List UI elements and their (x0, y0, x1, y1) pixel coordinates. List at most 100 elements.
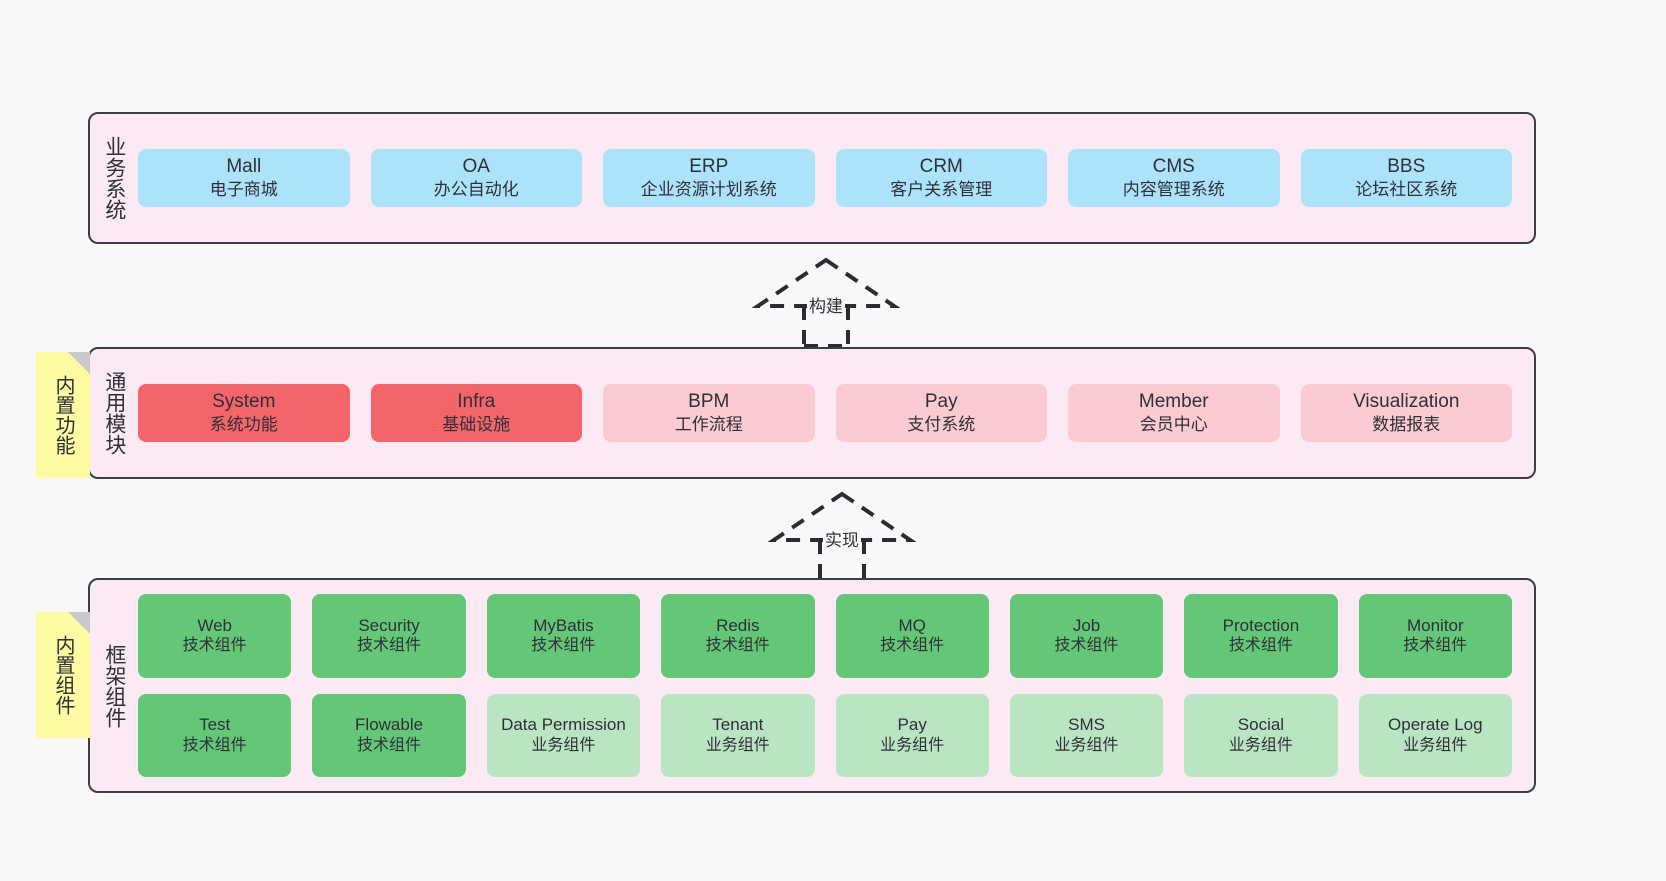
card-grid-common-modules: System 系统功能 Infra 基础设施 BPM 工作流程 Pay 支付系统… (138, 349, 1534, 477)
card-flowable[interactable]: Flowable 技术组件 (312, 693, 466, 777)
card-title: Pay (897, 715, 927, 735)
card-title: CRM (919, 156, 963, 178)
card-security[interactable]: Security 技术组件 (312, 594, 466, 678)
card-subtitle: 支付系统 (907, 415, 976, 435)
card-title: Job (1072, 615, 1101, 635)
layer-label-framework-components: 框架组件 (102, 643, 126, 728)
card-title: MyBatis (533, 615, 594, 635)
card-title: Member (1138, 391, 1209, 413)
card-subtitle: 办公自动化 (433, 180, 519, 200)
card-subtitle: 业务组件 (880, 736, 945, 754)
sticky-note-label: 内置组件 (52, 635, 74, 715)
connector-implement: 实现 (762, 484, 922, 582)
card-mall[interactable]: Mall 电子商城 (138, 149, 350, 207)
card-title: System (212, 391, 276, 413)
card-erp[interactable]: ERP 企业资源计划系统 (603, 149, 815, 207)
card-subtitle: 基础设施 (442, 415, 511, 435)
card-subtitle: 技术组件 (880, 637, 945, 655)
card-subtitle: 技术组件 (1403, 637, 1468, 655)
card-oa[interactable]: OA 办公自动化 (370, 149, 582, 207)
card-title: BBS (1387, 156, 1426, 178)
card-subtitle: 企业资源计划系统 (640, 180, 777, 200)
card-subtitle: 数据报表 (1372, 415, 1441, 435)
card-subtitle: 业务组件 (1403, 736, 1468, 754)
card-title: OA (462, 156, 490, 178)
card-subtitle: 技术组件 (531, 637, 596, 655)
card-title: Security (358, 615, 420, 635)
card-title: Mall (226, 156, 262, 178)
connector-implement-label: 实现 (823, 526, 861, 551)
card-member[interactable]: Member 会员中心 (1068, 384, 1280, 442)
card-grid-framework-components: Web 技术组件 Security 技术组件 MyBatis 技术组件 Redi… (138, 580, 1534, 791)
card-title: Visualization (1353, 391, 1460, 413)
sticky-note-label: 内置功能 (52, 375, 74, 455)
card-tenant[interactable]: Tenant 业务组件 (661, 693, 815, 777)
layer-business-systems: 业务系统 Mall 电子商城 OA 办公自动化 ERP 企业资源计划系统 CRM… (88, 112, 1536, 244)
layer-label-business-systems: 业务系统 (102, 136, 126, 220)
card-bpm[interactable]: BPM 工作流程 (603, 384, 815, 442)
card-title: ERP (689, 156, 729, 178)
card-subtitle: 论坛社区系统 (1355, 180, 1458, 200)
card-subtitle: 客户关系管理 (890, 180, 993, 200)
card-cms[interactable]: CMS 内容管理系统 (1068, 149, 1280, 207)
card-subtitle: 业务组件 (531, 736, 596, 754)
card-title: Test (199, 715, 231, 735)
card-sms[interactable]: SMS 业务组件 (1009, 693, 1164, 777)
card-subtitle: 电子商城 (209, 180, 278, 200)
sticky-note-builtin-features: 内置功能 (36, 352, 90, 478)
card-subtitle: 业务组件 (1228, 736, 1293, 754)
card-subtitle: 业务组件 (1054, 736, 1119, 754)
card-monitor[interactable]: Monitor 技术组件 (1358, 594, 1512, 678)
card-mybatis[interactable]: MyBatis 技术组件 (486, 594, 641, 678)
card-subtitle: 业务组件 (705, 736, 770, 754)
card-pay-component[interactable]: Pay 业务组件 (835, 693, 989, 777)
card-protection[interactable]: Protection 技术组件 (1184, 594, 1338, 678)
card-mq[interactable]: MQ 技术组件 (835, 594, 989, 678)
card-data-permission[interactable]: Data Permission 业务组件 (486, 693, 641, 777)
card-infra[interactable]: Infra 基础设施 (370, 384, 582, 442)
card-title: Social (1237, 715, 1285, 735)
card-system[interactable]: System 系统功能 (138, 384, 350, 442)
card-subtitle: 会员中心 (1139, 415, 1208, 435)
card-title: Pay (924, 391, 958, 413)
card-title: Flowable (355, 715, 424, 735)
card-subtitle: 技术组件 (357, 637, 422, 655)
card-title: Protection (1222, 615, 1300, 635)
card-title: Infra (457, 391, 496, 413)
card-subtitle: 技术组件 (1228, 637, 1293, 655)
card-title: Tenant (712, 715, 764, 735)
card-title: Web (197, 615, 233, 635)
layer-label-common-modules: 通用模块 (102, 371, 126, 455)
card-operate-log[interactable]: Operate Log 业务组件 (1358, 693, 1512, 777)
card-social[interactable]: Social 业务组件 (1184, 693, 1338, 777)
card-redis[interactable]: Redis 技术组件 (661, 594, 815, 678)
card-subtitle: 技术组件 (1054, 637, 1119, 655)
card-test[interactable]: Test 技术组件 (138, 693, 292, 777)
card-title: MQ (898, 615, 926, 635)
layer-framework-components: 框架组件 Web 技术组件 Security 技术组件 MyBatis 技术组件… (88, 578, 1536, 793)
card-title: Redis (716, 615, 760, 635)
card-title: Data Permission (501, 715, 626, 735)
card-title: SMS (1068, 715, 1105, 735)
card-title: Monitor (1406, 615, 1464, 635)
card-subtitle: 技术组件 (705, 637, 770, 655)
card-web[interactable]: Web 技术组件 (138, 594, 292, 678)
card-subtitle: 内容管理系统 (1122, 180, 1225, 200)
card-title: BPM (688, 391, 730, 413)
card-pay-module[interactable]: Pay 支付系统 (835, 384, 1047, 442)
card-subtitle: 工作流程 (674, 415, 743, 435)
card-subtitle: 系统功能 (209, 415, 278, 435)
card-title: CMS (1152, 156, 1195, 178)
sticky-note-builtin-components: 内置组件 (36, 612, 90, 738)
card-subtitle: 技术组件 (182, 637, 247, 655)
connector-build-label: 构建 (807, 292, 845, 317)
card-subtitle: 技术组件 (357, 736, 422, 754)
layer-common-modules: 通用模块 System 系统功能 Infra 基础设施 BPM 工作流程 Pay… (88, 347, 1536, 479)
card-subtitle: 技术组件 (182, 736, 247, 754)
card-visualization[interactable]: Visualization 数据报表 (1300, 384, 1512, 442)
card-job[interactable]: Job 技术组件 (1009, 594, 1164, 678)
card-crm[interactable]: CRM 客户关系管理 (835, 149, 1047, 207)
card-bbs[interactable]: BBS 论坛社区系统 (1300, 149, 1512, 207)
card-grid-business-systems: Mall 电子商城 OA 办公自动化 ERP 企业资源计划系统 CRM 客户关系… (138, 114, 1534, 242)
